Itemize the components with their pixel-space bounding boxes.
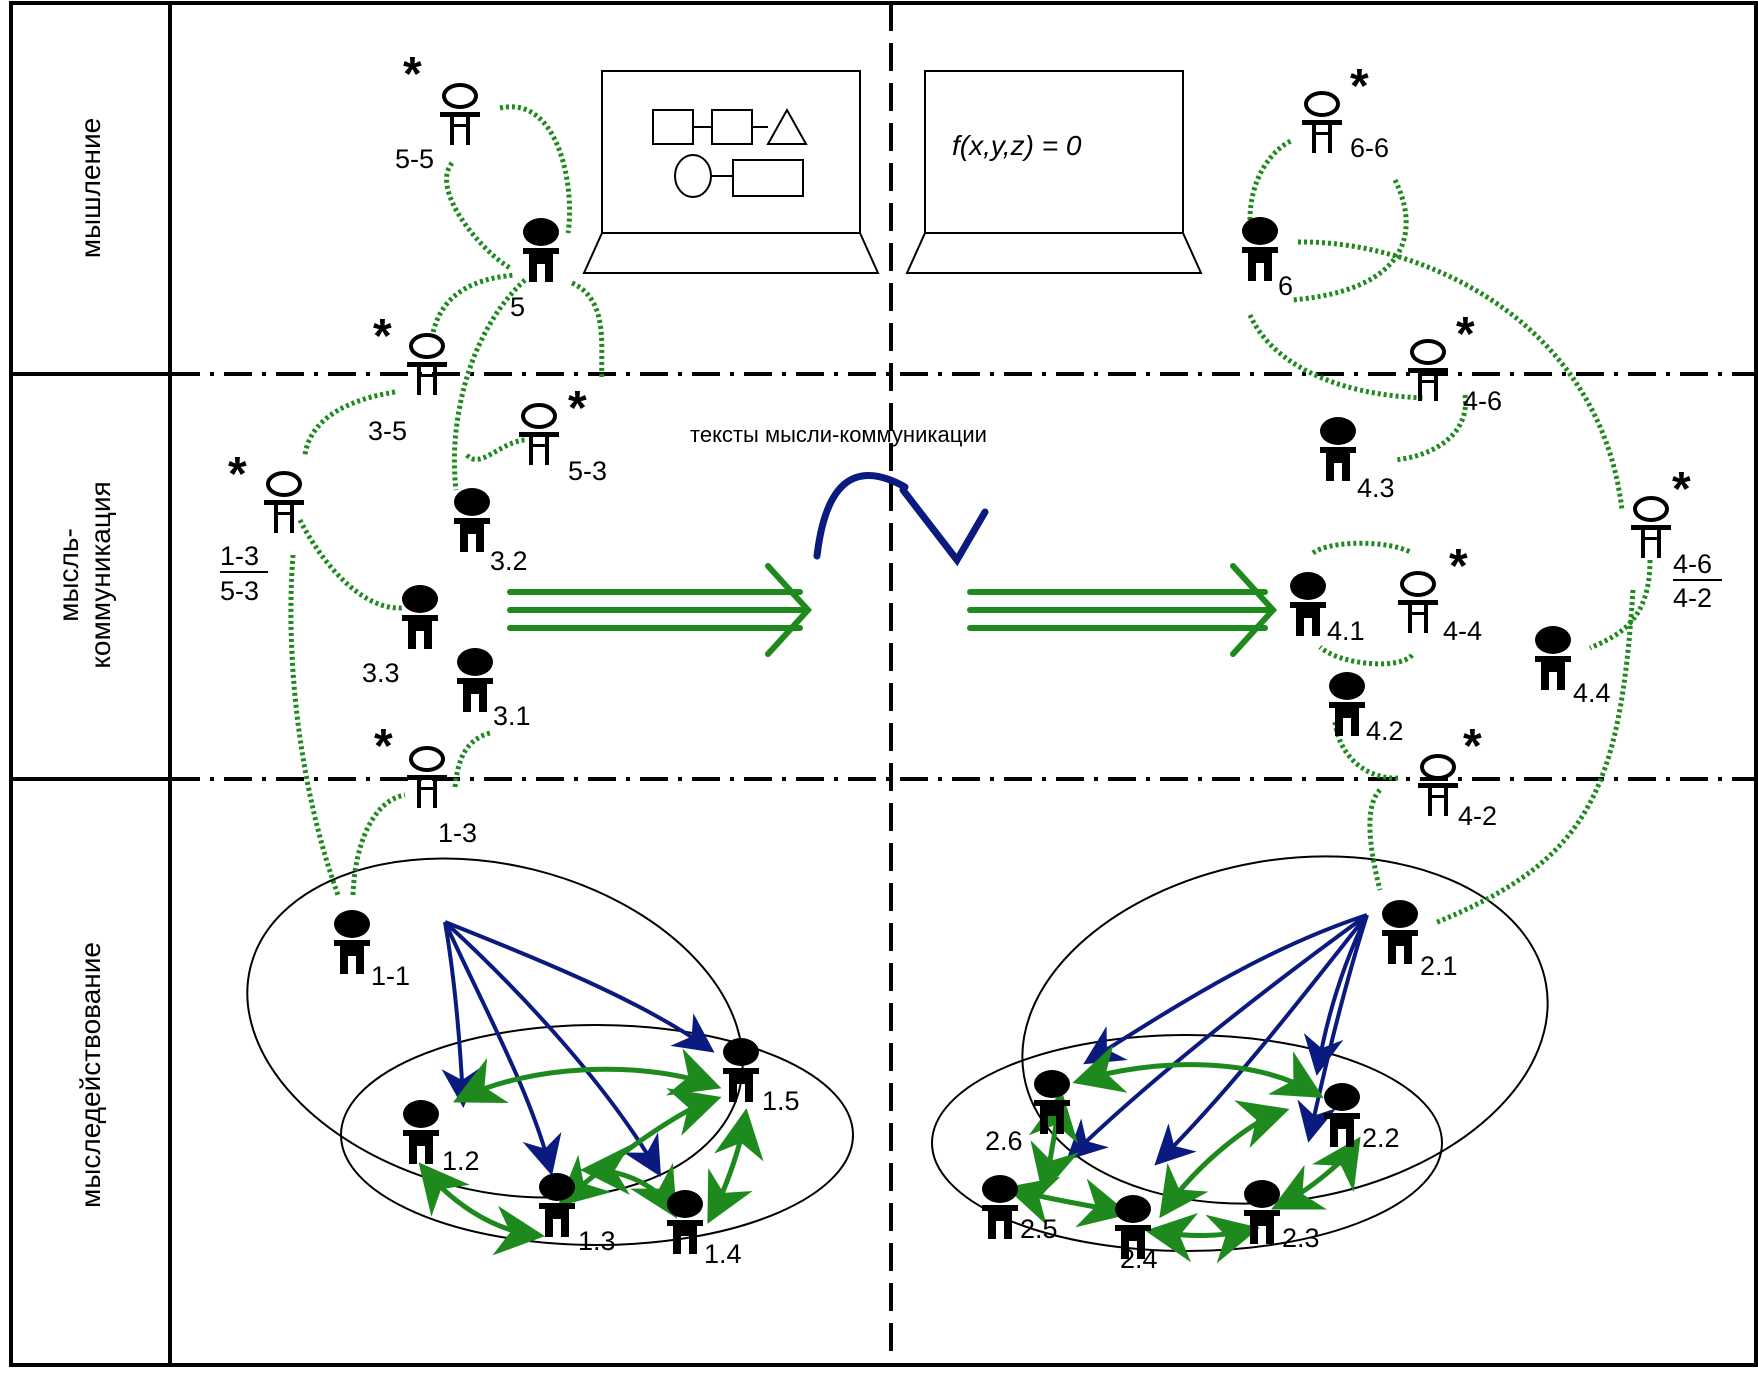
schema-icon	[652, 107, 808, 198]
row-titles: мышление мысль- коммуникация мыследейств…	[53, 118, 116, 1208]
blue-arrows-right	[1066, 913, 1369, 1166]
board-right	[905, 70, 1203, 274]
svg-text:*: *	[1350, 60, 1369, 113]
label-3-2: 3.2	[490, 546, 528, 576]
person-3-5	[405, 333, 449, 397]
people	[262, 83, 1673, 1259]
center-caption: тексты мысли-коммуникации	[690, 422, 987, 447]
label-frac2-den: 4-2	[1673, 583, 1712, 613]
blue-arrows-left	[441, 920, 715, 1177]
person-1-1	[334, 910, 370, 974]
label-frac-num: 1-3	[220, 541, 259, 571]
row-title-communication-line2: коммуникация	[85, 481, 116, 668]
transfer-arrows	[507, 471, 1278, 657]
person-6	[1242, 217, 1278, 281]
right-triple-arrow	[967, 563, 1278, 657]
svg-text:*: *	[228, 448, 247, 501]
person-4-2	[1416, 754, 1460, 818]
groups	[246, 855, 1549, 1252]
person-2-5	[982, 1175, 1018, 1239]
label-1-2: 1.2	[442, 1146, 480, 1176]
row-title-action: мыследействование	[75, 942, 106, 1208]
label-2-4: 2.4	[1120, 1244, 1158, 1274]
right-outer-group	[1021, 855, 1549, 1205]
person-1-4	[667, 1190, 703, 1254]
label-4-2-filled: 4.2	[1366, 716, 1404, 746]
label-1-5: 1.5	[762, 1086, 800, 1116]
label-4-4: 4-4	[1443, 616, 1482, 646]
svg-text:*: *	[568, 382, 587, 435]
person-2-2	[1324, 1083, 1360, 1147]
person-4-3	[1320, 417, 1356, 481]
person-2-6	[1034, 1070, 1070, 1134]
dotted-links	[288, 104, 1653, 926]
stars: * * * * * * * * * *	[228, 48, 1691, 773]
person-4-2-filled	[1329, 672, 1365, 736]
person-3-2	[454, 488, 490, 552]
label-5-3: 5-3	[568, 456, 607, 486]
label-4-3: 4.3	[1357, 473, 1395, 503]
svg-text:*: *	[1449, 540, 1468, 593]
left-inner-group	[340, 1024, 854, 1246]
person-2-1	[1382, 900, 1418, 964]
person-3-1	[457, 648, 493, 712]
label-frac-den: 5-3	[220, 576, 259, 606]
person-4-4-filled	[1535, 626, 1571, 690]
person-5-3	[517, 403, 561, 467]
person-6-6	[1300, 91, 1344, 155]
person-1-5	[723, 1038, 759, 1102]
person-4-1	[1290, 572, 1326, 636]
svg-text:*: *	[1463, 720, 1482, 773]
label-5: 5	[510, 292, 525, 322]
label-4-1: 4.1	[1327, 616, 1365, 646]
label-4-4-filled: 4.4	[1573, 678, 1611, 708]
person-5	[523, 218, 559, 282]
label-3-5: 3-5	[368, 416, 407, 446]
label-6-6: 6-6	[1350, 133, 1389, 163]
person-2-3	[1244, 1180, 1280, 1244]
svg-text:*: *	[374, 720, 393, 773]
svg-text:*: *	[403, 48, 422, 101]
formula: f(x,y,z) = 0	[952, 130, 1082, 161]
curved-transfer-arrow	[813, 471, 989, 567]
label-6: 6	[1278, 271, 1293, 301]
label-1-3-group: 1.3	[578, 1226, 616, 1256]
label-2-1: 2.1	[1420, 951, 1458, 981]
board-left	[582, 70, 880, 274]
left-triple-arrow	[507, 563, 813, 657]
label-2-2: 2.2	[1362, 1123, 1400, 1153]
svg-text:*: *	[1672, 463, 1691, 516]
svg-text:*: *	[1456, 308, 1475, 361]
labels: 5-5 5 3-5 5-3 1-3 5-3 3.2 3.3 3.1 1-3 1-…	[220, 133, 1722, 1274]
label-1-4: 1.4	[704, 1239, 742, 1269]
person-1-3-5-3	[262, 471, 306, 535]
label-4-2: 4-2	[1458, 801, 1497, 831]
label-2-6: 2.6	[985, 1126, 1023, 1156]
person-1-2	[403, 1100, 439, 1164]
label-1-3: 1-3	[438, 818, 477, 848]
label-5-5: 5-5	[395, 144, 434, 174]
label-frac2-num: 4-6	[1673, 549, 1712, 579]
row-title-communication-line1: мысль-	[53, 528, 84, 622]
row-title-thinking: мышление	[75, 118, 106, 258]
label-1-1: 1-1	[371, 961, 410, 991]
label-4-6: 4-6	[1463, 386, 1502, 416]
label-2-3: 2.3	[1282, 1223, 1320, 1253]
frame	[9, 1, 1758, 1367]
person-1-3-group	[539, 1173, 575, 1237]
label-3-1: 3.1	[493, 701, 531, 731]
person-4-6	[1406, 339, 1450, 403]
person-1-3	[405, 746, 449, 810]
label-2-5: 2.5	[1020, 1214, 1058, 1244]
person-4-6-4-2	[1629, 496, 1673, 560]
svg-text:*: *	[373, 310, 392, 363]
person-3-3	[402, 585, 438, 649]
person-5-5	[438, 83, 482, 147]
label-3-3: 3.3	[362, 658, 400, 688]
person-4-4	[1396, 571, 1440, 635]
